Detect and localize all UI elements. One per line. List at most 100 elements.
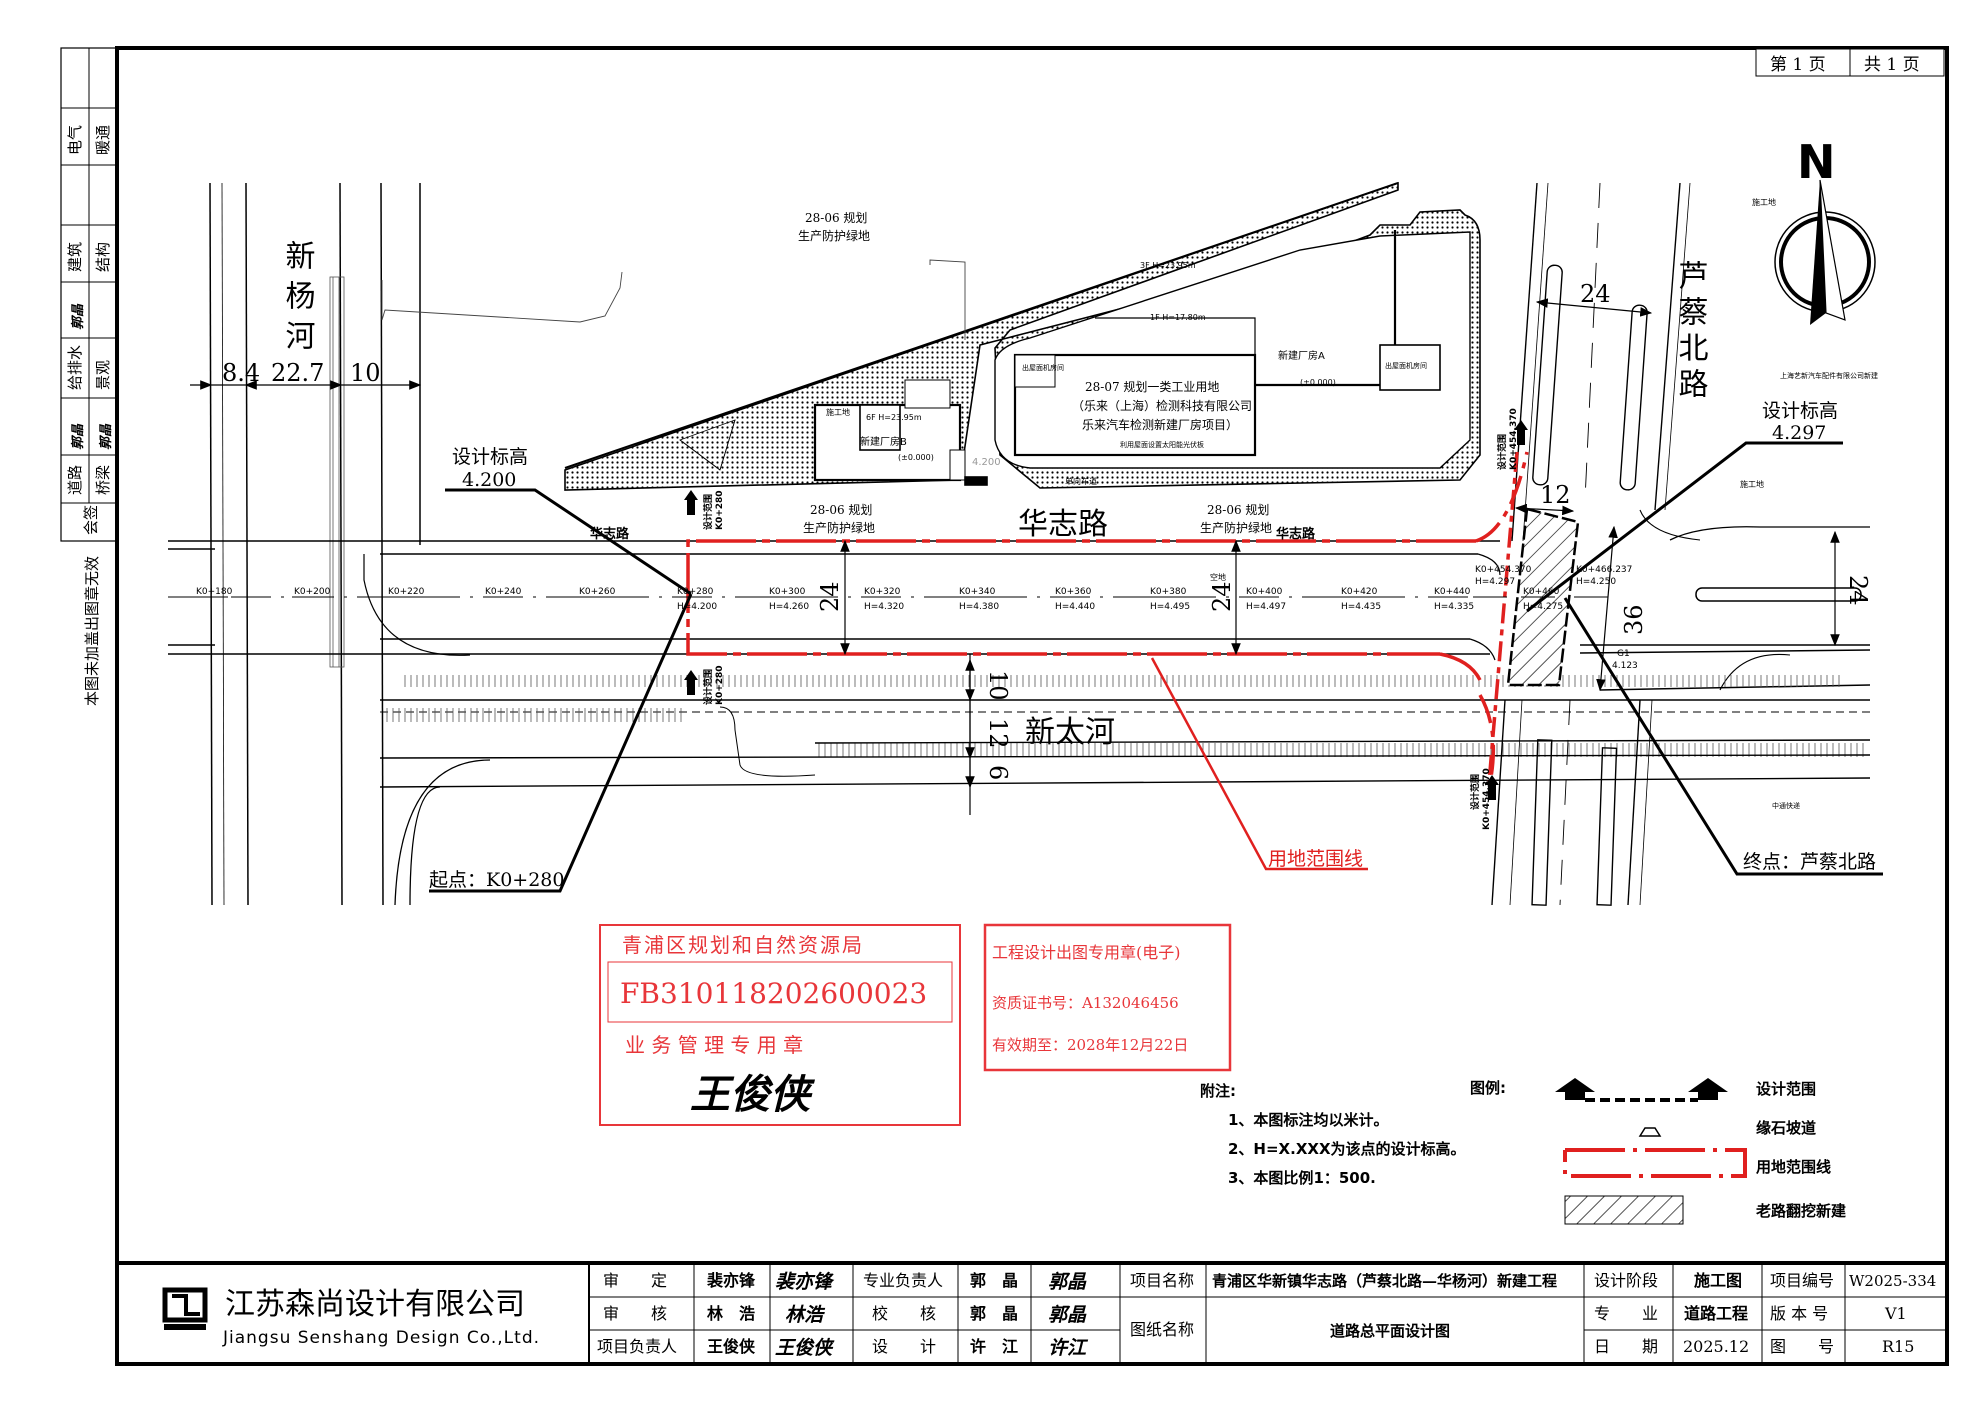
- stamp-cert: 资质证书号：A132046456: [992, 994, 1179, 1012]
- road-east-label: 芦蔡北路: [1673, 260, 1708, 404]
- note-item: 2、H=X.XXX为该点的设计标高。: [1228, 1140, 1466, 1158]
- road-small-label: 华志路: [1276, 526, 1316, 542]
- range-label: 设计范围: [702, 669, 714, 705]
- legend-label: 缘石坡道: [1756, 1119, 1816, 1137]
- legend-label: 用地范围线: [1756, 1158, 1831, 1176]
- role-label: 设 计: [872, 1337, 936, 1356]
- station-label: K0+260: [579, 587, 616, 597]
- range-label: 设计范围: [1469, 774, 1481, 810]
- elevation-b: (±0.000): [898, 453, 934, 462]
- stage-label: 设计阶段: [1594, 1271, 1658, 1290]
- strip-road: 道路: [66, 465, 84, 495]
- station-elevation: H=4.275: [1523, 602, 1563, 612]
- north-label: N: [1797, 135, 1836, 189]
- signature: 林浩: [785, 1304, 826, 1326]
- project-no-label: 项目编号: [1770, 1271, 1834, 1290]
- range-label: K0+454.370: [1509, 408, 1519, 470]
- site-label: 施工地: [1752, 197, 1776, 207]
- factory-b-height: 6F H=23.95m: [866, 413, 922, 422]
- dim-river-1: 8.4: [222, 359, 260, 387]
- role-label: 审 定: [603, 1271, 667, 1290]
- road-width-dimensions: [840, 298, 1840, 815]
- strip-hvac: 暖通: [94, 125, 112, 155]
- person-name: 裴亦锋: [706, 1271, 756, 1290]
- factory-complex: [564, 181, 1481, 491]
- station-label: K0+300: [769, 587, 806, 597]
- station-elevation: H=4.335: [1434, 602, 1474, 612]
- station-elevation: H=4.320: [864, 602, 904, 612]
- company-name-en: Jiangsu Senshang Design Co.,Ltd.: [222, 1328, 540, 1348]
- side-signature-strip: 电气 暖通 建筑 结构 给排水 景观 道路 桥梁 会签 郭晶 郭晶 郭晶 本图未…: [60, 47, 118, 706]
- project-no-value: W2025-334: [1849, 1272, 1936, 1290]
- elev-west-value: 4.200: [462, 469, 516, 491]
- station-elevation: H=4.380: [959, 602, 999, 612]
- signature: 郭晶: [1048, 1304, 1087, 1326]
- station-label: K0+360: [1055, 587, 1092, 597]
- empty-lot: 空地: [1210, 572, 1226, 582]
- role-label: 专业负责人: [863, 1271, 943, 1290]
- legend-old-road-icon: [1564, 1195, 1684, 1225]
- elevation-gate: 4.200: [972, 457, 1001, 468]
- stamp-valid: 有效期至：2028年12月22日: [992, 1036, 1188, 1054]
- person-name: 郭 晶: [970, 1304, 1018, 1323]
- dim-river-3: 10: [350, 359, 381, 387]
- green-area-label: 28-06 规划: [805, 210, 867, 225]
- station-elevation: H=4.435: [1341, 602, 1381, 612]
- station-label: K0+320: [864, 587, 901, 597]
- strip-architecture: 建筑: [66, 242, 84, 272]
- strip-structure: 结构: [94, 242, 112, 272]
- station-elevation: H=4.200: [677, 602, 717, 612]
- road-small-label: 华志路: [590, 526, 630, 542]
- site-plan: [168, 179, 1883, 906]
- station-label: K0+380: [1150, 587, 1187, 597]
- station-label: K0+240: [485, 587, 522, 597]
- stage-value: 施工图: [1694, 1271, 1742, 1290]
- station-label: K0+454.370: [1475, 565, 1532, 575]
- role-label: 校 核: [872, 1304, 936, 1323]
- range-label: K0+280: [715, 665, 725, 705]
- signature: 裴亦锋: [775, 1271, 835, 1293]
- station-label: K0+200: [294, 587, 331, 597]
- end-label: 终点：芦蔡北路: [1743, 851, 1876, 873]
- bureau-stamp: 青浦区规划和自然资源局 FB310118202600023 业 务 管 理 专 …: [599, 924, 961, 1126]
- page-counter: 第 1 页 共 1 页: [1755, 48, 1945, 77]
- person-name: 许 江: [970, 1337, 1018, 1356]
- green-area-label: 生产防护绿地: [1200, 520, 1272, 535]
- rooftop-room: 出屋面机房间: [1385, 361, 1427, 370]
- parcel-label: （乐来（上海）检测科技有限公司: [1072, 398, 1252, 413]
- person-name: 王俊侠: [707, 1337, 756, 1356]
- role-label: 审 核: [603, 1304, 667, 1323]
- station-elevation: H=4.497: [1246, 602, 1286, 612]
- solar-note: 利用屋面设置太阳能光伏板: [1120, 440, 1204, 449]
- strip-signature: 郭晶: [70, 303, 86, 330]
- page-total: 共 1 页: [1864, 55, 1920, 75]
- factory-a-height: 3F H=23.95m: [1140, 261, 1196, 270]
- neighbor-company: 上海艺新汽车配件有限公司新建: [1780, 371, 1878, 380]
- dim-east-3: 36: [1620, 604, 1648, 635]
- station-elevation: H=4.297: [1475, 577, 1515, 587]
- rooftop-room: 出屋面机房间: [1022, 363, 1064, 372]
- drawing-frame: [115, 46, 1949, 1366]
- site-label: 施工地: [1740, 479, 1764, 489]
- drawing-name: 道路总平面设计图: [1330, 1322, 1450, 1340]
- legend-title: 图例:: [1470, 1079, 1506, 1097]
- legend-label: 老路翻挖新建: [1755, 1202, 1847, 1220]
- green-area-label: 生产防护绿地: [803, 520, 875, 535]
- river-west-label: 新杨河: [280, 240, 316, 360]
- person-name: 郭 晶: [970, 1271, 1018, 1290]
- version-value: V1: [1884, 1304, 1907, 1323]
- stamp-org: 青浦区规划和自然资源局: [622, 933, 864, 957]
- station-elevation: H=4.250: [1576, 577, 1616, 587]
- design-stamp: 工程设计出图专用章(电子) 资质证书号：A132046456 有效期至：2028…: [983, 923, 1232, 1072]
- factory-a-label: 新建厂房A: [1278, 349, 1325, 362]
- green-area-label: 28-06 规划: [1207, 502, 1269, 517]
- elev-west-title: 设计标高: [452, 446, 528, 468]
- factory-b-label: 新建厂房B: [860, 435, 907, 448]
- stamp-type: 业 务 管 理 专 用 章: [625, 1033, 803, 1057]
- stamp-signature: 王俊侠: [690, 1071, 815, 1118]
- version-label: 版 本 号: [1770, 1304, 1828, 1323]
- stamp-code: FB310118202600023: [620, 977, 927, 1010]
- dim-south-1: 10: [984, 670, 1012, 701]
- river-south-label: 新太河: [1025, 715, 1115, 750]
- dim-east-4: 24: [1844, 575, 1872, 606]
